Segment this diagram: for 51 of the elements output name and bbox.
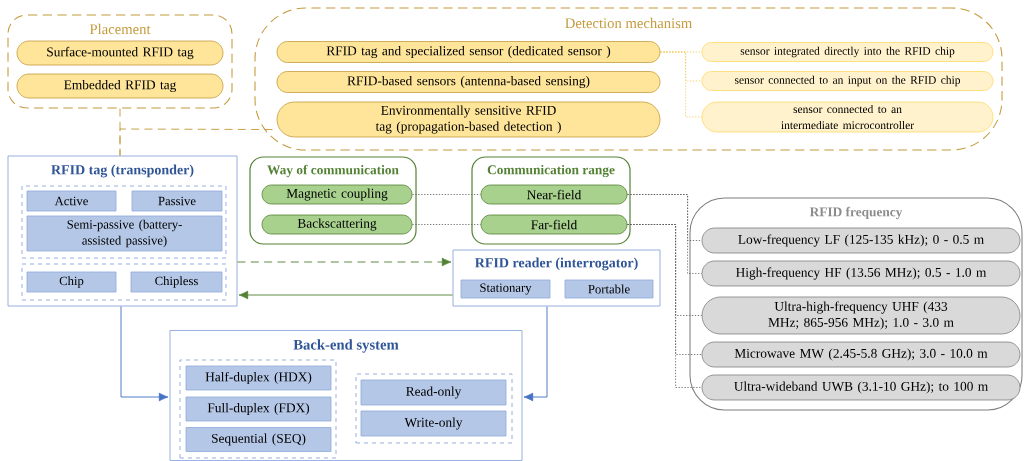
pill-box: sensor connected to an input on the RFID chip xyxy=(701,71,994,91)
connector xyxy=(627,224,702,388)
pill-box: RFID tag and specialized sensor (dedicated sensor ) xyxy=(276,41,661,63)
label-box: Active xyxy=(26,190,117,212)
pill-box: Ultra-wideband UWB (3.1-10 GHz); to 100 m xyxy=(701,374,1021,401)
connector xyxy=(523,306,548,402)
dashed-group-box xyxy=(21,185,227,259)
label-box: Passive xyxy=(131,190,223,212)
connector xyxy=(119,108,121,156)
dashed-group-box xyxy=(179,359,337,459)
pill-box: Near-field xyxy=(480,184,628,205)
pill-box: Magnetic coupling xyxy=(261,184,413,205)
label-box: Write-only xyxy=(360,410,507,437)
panel-title: RFID tag (transponder) xyxy=(51,164,194,178)
dashed-group-box xyxy=(355,373,513,444)
label-box: Portable xyxy=(564,279,654,299)
pill-box: sensor connected to an intermediate microcontroller xyxy=(701,101,994,133)
pill-box: Ultra-high-frequency UHF (433 MHz; 865-956 MHz); 1.0 - 3.0 m xyxy=(701,296,1021,335)
pill-box: Backscattering xyxy=(261,214,413,235)
connector xyxy=(238,290,453,300)
panel-title: RFID frequency xyxy=(809,206,903,220)
connector xyxy=(237,257,452,267)
connector xyxy=(120,306,169,402)
pill-box: High-frequency HF (13.56 MHz); 0.5 - 1.0 m xyxy=(701,260,1021,287)
label-box: Chipless xyxy=(130,271,223,293)
panel-title: Way of communication xyxy=(267,164,399,178)
panel-title: Placement xyxy=(89,23,151,35)
panel-title: Communication range xyxy=(487,164,615,178)
pill-box: sensor integrated directly into the RFID chip xyxy=(701,42,994,62)
connector xyxy=(660,51,702,118)
pill-box: Microwave MW (2.45-5.8 GHz); 3.0 - 10.0 m xyxy=(701,341,1021,368)
panel-title: RFID reader (interrogator) xyxy=(474,257,638,271)
pill-box: Low-frequency LF (125-135 kHz); 0 - 0.5 m xyxy=(701,227,1021,254)
pill-box: Embedded RFID tag xyxy=(16,73,224,99)
panel-title: Detection mechanism xyxy=(565,17,693,29)
pill-box: Environmentally sensitive RFID tag (propagation-based detection ) xyxy=(276,101,661,138)
label-box: Read-only xyxy=(360,379,507,406)
pill-box: Far-field xyxy=(480,214,628,235)
label-box: Semi-passive (battery-assisted passive) xyxy=(26,215,223,252)
label-box: Full-duplex (FDX) xyxy=(185,396,332,422)
label-box: Half-duplex (HDX) xyxy=(185,365,332,391)
connector xyxy=(412,194,481,195)
panel-title: Back-end system xyxy=(293,339,399,353)
label-box: Sequential (SEQ) xyxy=(185,427,332,452)
connector xyxy=(627,194,702,274)
connector xyxy=(412,224,481,225)
dashed-group-box xyxy=(21,263,227,301)
label-box: Stationary xyxy=(460,279,551,299)
pill-box: RFID-based sensors (antenna-based sensing) xyxy=(276,71,661,93)
label-box: Chip xyxy=(26,271,117,293)
pill-box: Surface-mounted RFID tag xyxy=(16,40,224,66)
